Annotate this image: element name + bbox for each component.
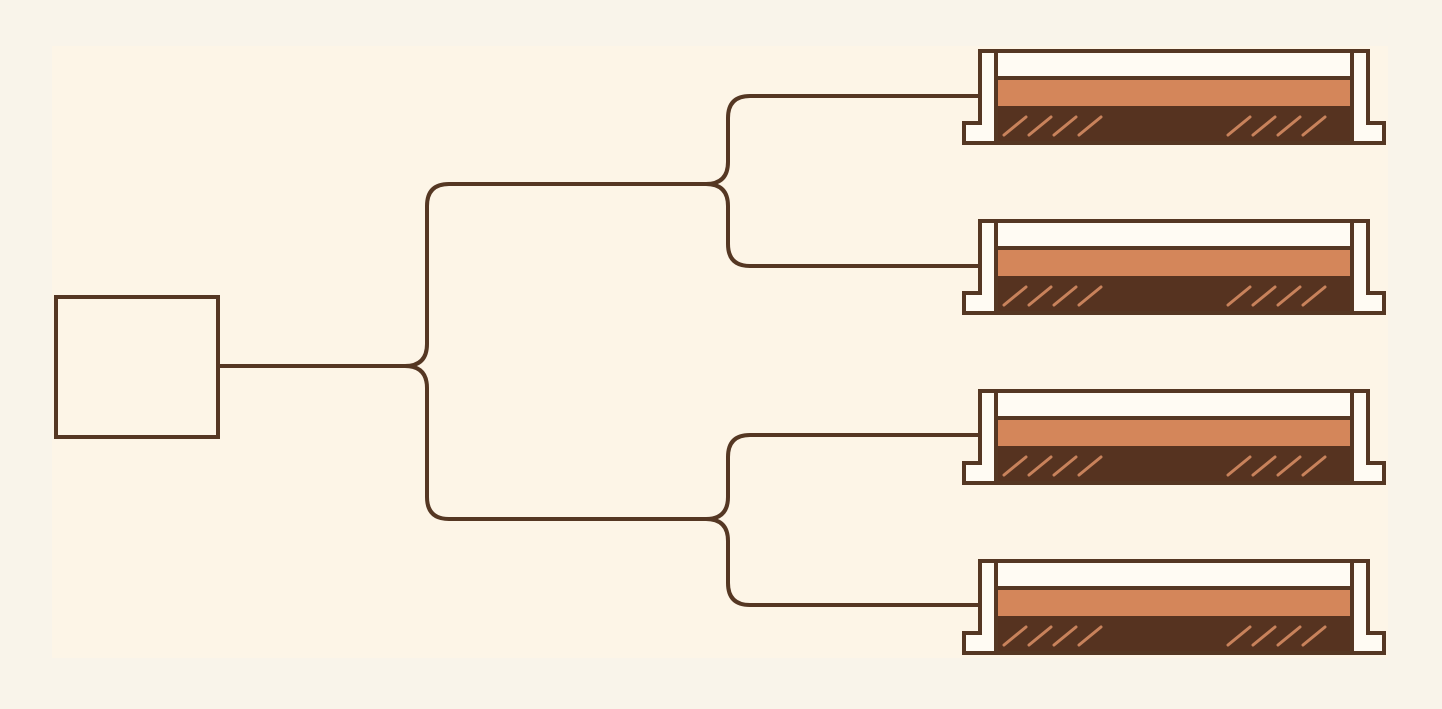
hatch-mark [1251,285,1277,307]
hatch-mark [1251,625,1277,647]
layered-tray-icon [962,559,1386,655]
hatch-mark [1226,625,1252,647]
hatch-mark [1276,455,1302,477]
hatch-mark [1226,455,1252,477]
hatch-mark [1251,455,1277,477]
tray-layer-orange [998,248,1350,276]
hatch-mark [1052,625,1078,647]
tray-layer-orange [998,588,1350,616]
layered-tray-icon [962,219,1386,315]
hatch-mark [1077,625,1103,647]
hatch-mark [1301,285,1327,307]
hatch-mark [1077,285,1103,307]
hatch-mark [1002,455,1028,477]
tray-hatch [1002,455,1327,477]
tray-layer-dark [998,106,1350,141]
hatch-mark [1301,455,1327,477]
tray-hatch [1002,285,1327,307]
hatch-mark [1002,285,1028,307]
hatch-mark [1251,115,1277,137]
hatch-mark [1027,115,1053,137]
hatch-mark [1052,115,1078,137]
tray-layer-orange [998,78,1350,106]
hatch-mark [1052,455,1078,477]
hatch-mark [1301,115,1327,137]
connectors [219,94,978,607]
hatch-mark [1276,285,1302,307]
hatch-mark [1027,285,1053,307]
tray-layer-dark [998,446,1350,481]
tray-layer-orange [998,418,1350,446]
hatch-mark [1052,285,1078,307]
hatch-mark [1226,285,1252,307]
connector-upper-second [705,182,978,268]
root-box [54,295,220,439]
diagram-panel [52,46,1388,658]
trays [962,49,1386,655]
hatch-mark [1002,115,1028,137]
tray-hatch [1002,625,1327,647]
hatch-mark [1276,625,1302,647]
tray-hatch [1002,115,1327,137]
hatch-mark [1077,455,1103,477]
layered-tray-icon [962,389,1386,485]
hatch-mark [1077,115,1103,137]
hatch-mark [1027,625,1053,647]
hatch-mark [1301,625,1327,647]
connector-lower-second [705,517,978,607]
hatch-mark [1276,115,1302,137]
tray-layer-dark [998,616,1350,651]
hatch-mark [1002,625,1028,647]
tray-layer-dark [998,276,1350,311]
layered-tray-icon [962,49,1386,145]
hatch-mark [1027,455,1053,477]
connector-root [219,94,978,368]
hatch-mark [1226,115,1252,137]
